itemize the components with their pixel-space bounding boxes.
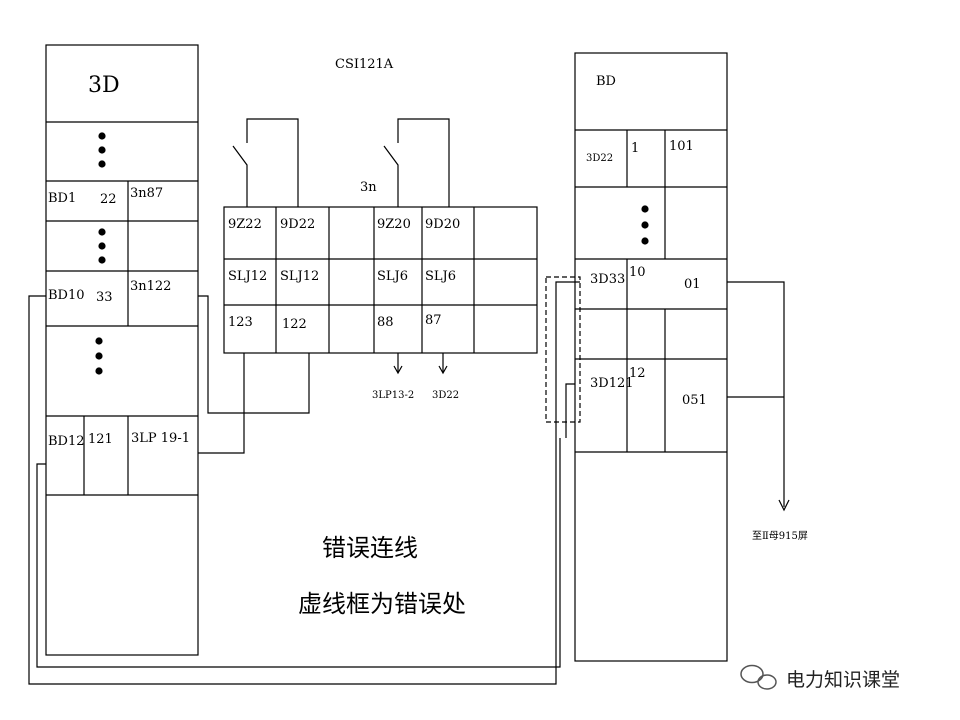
watermark-text: 电力知识课堂 xyxy=(786,669,900,691)
switch-right xyxy=(383,118,450,207)
caption-line1: 错误连线 xyxy=(322,534,418,562)
mid-r2-c1: SLJ12 xyxy=(228,269,267,284)
right-row1-a: 3D22 xyxy=(586,153,613,164)
mid-r1-c2: 9D22 xyxy=(280,217,315,232)
switch-left xyxy=(232,118,299,207)
right-row2-b: 10 xyxy=(629,265,646,280)
mid-r2-c5: SLJ6 xyxy=(425,269,456,284)
wire-bd10-loop xyxy=(28,281,580,685)
ellipsis-dots xyxy=(95,132,649,375)
feeder-label: 至Ⅱ母915屏 xyxy=(752,530,808,542)
left-row2-a: BD10 xyxy=(48,288,85,303)
left-row1-c: 3n87 xyxy=(130,186,163,201)
right-row1-b: 1 xyxy=(631,141,639,156)
mid-r3-c2: 122 xyxy=(282,317,307,332)
left-row3-a: BD12 xyxy=(48,434,85,449)
right-terminal-block xyxy=(574,52,728,662)
feeder-arrowhead xyxy=(778,499,790,512)
watermark-logo: 电力知识课堂 xyxy=(740,664,900,691)
left-row3-c: 3LP 19-1 xyxy=(131,431,190,446)
right-row2-c: 01 xyxy=(684,277,701,292)
arrow-3lp13-2 xyxy=(393,353,403,375)
arrow-label-3lp13-2: 3LP13-2 xyxy=(372,390,414,401)
left-row3-b: 121 xyxy=(88,432,113,447)
left-terminal-block xyxy=(45,44,199,656)
right-block-title: BD xyxy=(596,74,616,89)
wire-3lp19-1 xyxy=(198,353,245,454)
mid-r3-c5: 87 xyxy=(425,313,442,328)
left-row2-b: 33 xyxy=(96,290,113,305)
right-row3-c: 051 xyxy=(682,393,707,408)
arrow-3d22 xyxy=(438,353,448,375)
device-title: CSI121A xyxy=(335,57,394,72)
arrow-label-3d22: 3D22 xyxy=(432,390,459,401)
wire-3n122 xyxy=(198,295,310,414)
wechat-icon xyxy=(740,664,777,690)
mid-r1-c5: 9D20 xyxy=(425,217,460,232)
mid-r2-c2: SLJ12 xyxy=(280,269,319,284)
wire-01-051-feeder xyxy=(727,281,785,507)
caption-line2: 虚线框为错误处 xyxy=(298,590,466,618)
middle-block-title: 3n xyxy=(360,180,377,195)
left-row1-a: BD1 xyxy=(48,191,76,206)
error-dashed-box xyxy=(545,276,581,423)
right-row3-a: 3D121 xyxy=(590,376,634,391)
mid-r1-c4: 9Z20 xyxy=(377,217,411,232)
mid-r3-c4: 88 xyxy=(377,315,394,330)
mid-r2-c4: SLJ6 xyxy=(377,269,408,284)
right-row3-b: 12 xyxy=(629,366,646,381)
mid-r1-c1: 9Z22 xyxy=(228,217,262,232)
left-row1-b: 22 xyxy=(100,192,117,207)
left-row2-c: 3n122 xyxy=(130,279,171,294)
mid-r3-c1: 123 xyxy=(228,315,253,330)
left-block-title: 3D xyxy=(88,73,120,98)
right-row2-a: 3D33 xyxy=(590,272,625,287)
right-row1-c: 101 xyxy=(669,139,694,154)
middle-terminal-block xyxy=(223,206,538,354)
wire-bd12-loop xyxy=(36,438,561,668)
